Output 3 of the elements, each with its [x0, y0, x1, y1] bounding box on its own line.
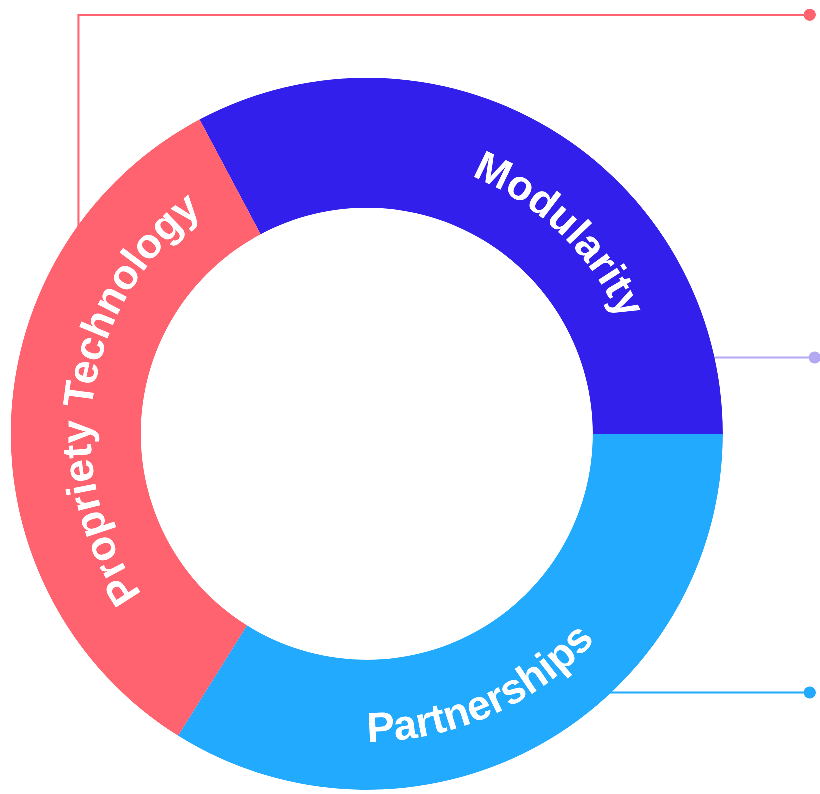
- leader-line: [78, 9, 816, 227]
- leader-line: [610, 686, 816, 699]
- leader-line: [714, 352, 820, 364]
